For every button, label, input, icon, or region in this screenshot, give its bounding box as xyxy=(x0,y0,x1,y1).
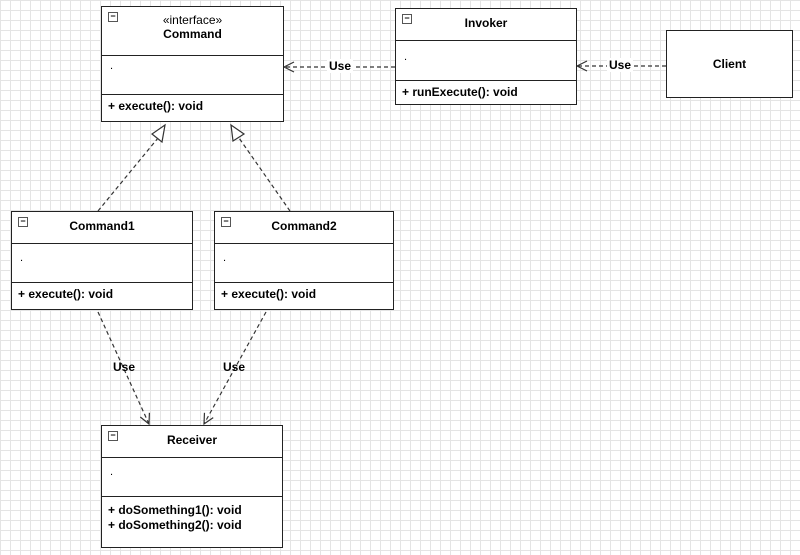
operations-section: + execute(): void xyxy=(215,283,393,306)
class-header: − Receiver xyxy=(102,426,282,458)
class-receiver[interactable]: − Receiver . + doSomething1(): void + do… xyxy=(101,425,283,548)
attribute-placeholder: . xyxy=(404,51,408,63)
stereotype-label: «interface» xyxy=(162,13,223,27)
attribute-placeholder: . xyxy=(20,252,24,264)
realization-line-command2 xyxy=(238,137,291,212)
attributes-section: . xyxy=(102,458,282,497)
operation: + execute(): void xyxy=(108,99,204,113)
operations-section: + execute(): void xyxy=(12,283,192,306)
use-label-invoker-command: Use xyxy=(327,59,354,73)
realization-line-command1 xyxy=(97,137,159,212)
class-header: − Command1 xyxy=(12,212,192,244)
use-label-command1-receiver: Use xyxy=(113,360,136,374)
attribute-placeholder: . xyxy=(110,60,114,72)
operations-section: + execute(): void xyxy=(102,95,283,118)
class-command[interactable]: − «interface» Command . + execute(): voi… xyxy=(101,6,284,122)
operation: + execute(): void xyxy=(18,287,114,301)
class-name: Client xyxy=(712,57,747,71)
collapse-toggle-icon[interactable]: − xyxy=(402,14,412,24)
class-header: − «interface» Command xyxy=(102,7,283,56)
attributes-section: . xyxy=(12,244,192,283)
collapse-toggle-icon[interactable]: − xyxy=(18,217,28,227)
operation: + runExecute(): void xyxy=(402,85,518,99)
use-label-command2-receiver: Use xyxy=(223,360,246,374)
attributes-section: . xyxy=(102,56,283,95)
collapse-toggle-icon[interactable]: − xyxy=(108,12,118,22)
attribute-placeholder: . xyxy=(223,252,227,264)
attributes-section: . xyxy=(396,41,576,81)
operations-section: + doSomething1(): void + doSomething2():… xyxy=(102,497,282,537)
attribute-placeholder: . xyxy=(110,466,114,478)
collapse-toggle-icon[interactable]: − xyxy=(221,217,231,227)
class-command2[interactable]: − Command2 . + execute(): void xyxy=(214,211,394,310)
attributes-section: . xyxy=(215,244,393,283)
realization-arrowhead-command1 xyxy=(150,123,166,144)
operation: + execute(): void xyxy=(221,287,317,301)
class-name: Invoker xyxy=(464,16,508,30)
use-line-command2-receiver xyxy=(204,311,267,424)
class-client[interactable]: Client xyxy=(666,30,793,98)
collapse-toggle-icon[interactable]: − xyxy=(108,431,118,441)
class-name: Receiver xyxy=(166,433,218,447)
operation: + doSomething2(): void xyxy=(108,518,242,532)
operation: + doSomething1(): void xyxy=(108,503,242,517)
class-name: Command2 xyxy=(271,219,337,233)
class-header: − Invoker xyxy=(396,9,576,41)
class-header: − Command2 xyxy=(215,212,393,244)
class-name: Command xyxy=(163,27,222,41)
use-label-client-invoker: Use xyxy=(607,58,634,72)
class-invoker[interactable]: − Invoker . + runExecute(): void xyxy=(395,8,577,105)
realization-arrowhead-command2 xyxy=(230,123,246,143)
operations-section: + runExecute(): void xyxy=(396,81,576,104)
class-name: Command1 xyxy=(69,219,135,233)
class-command1[interactable]: − Command1 . + execute(): void xyxy=(11,211,193,310)
